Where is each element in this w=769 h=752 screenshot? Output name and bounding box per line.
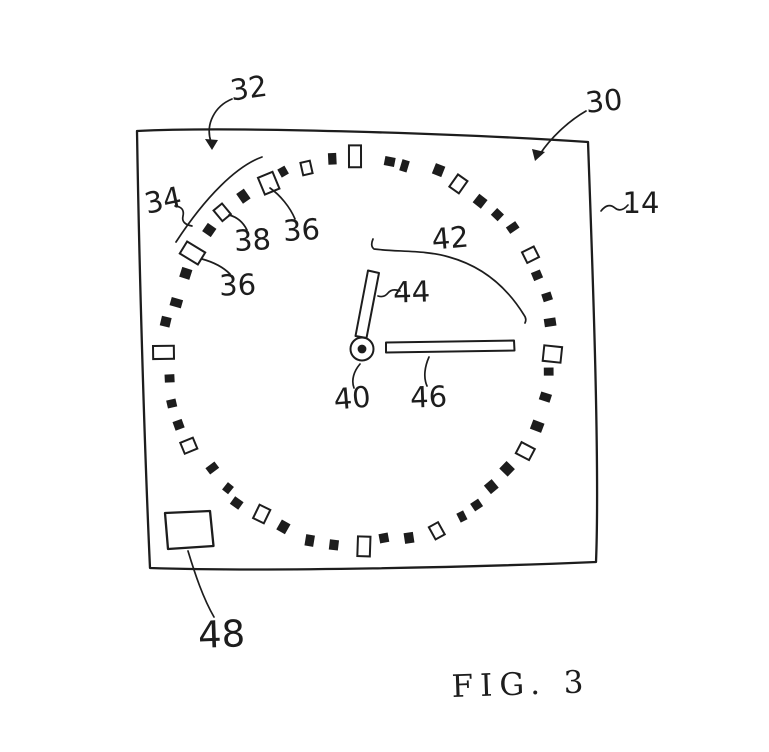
tick-mark: [543, 367, 554, 376]
upward-hand: [354, 269, 380, 339]
tick-mark: [378, 532, 390, 544]
leader-46: [423, 356, 430, 387]
tick-mark: [514, 440, 537, 462]
leader-36-upper: [269, 187, 296, 220]
leader-48: [187, 550, 215, 618]
ref-label-34: 34: [141, 180, 184, 221]
tick-mark: [159, 315, 172, 328]
tick-mark: [505, 221, 520, 234]
arrowhead-30: [532, 149, 545, 161]
tick-mark: [236, 188, 251, 204]
leader-44: [377, 289, 401, 298]
tick-mark: [222, 482, 234, 495]
tick-mark: [164, 374, 175, 383]
ref-label-48: 48: [197, 612, 246, 657]
tick-mark: [205, 461, 220, 475]
ref-label-32: 32: [228, 69, 269, 108]
leader-38: [228, 214, 248, 231]
tick-mark: [356, 535, 372, 558]
tick-mark: [172, 418, 185, 431]
tick-mark: [347, 144, 363, 169]
ref-label-30: 30: [584, 82, 624, 120]
dial-tick-ring: [151, 144, 564, 558]
leader-36-lower: [201, 258, 231, 275]
leader-34: [174, 205, 193, 227]
tick-mark: [299, 159, 314, 177]
tick-mark: [456, 510, 468, 523]
tick-mark: [538, 391, 553, 403]
ref-label-14: 14: [623, 186, 660, 220]
tick-mark: [178, 240, 207, 266]
tick-mark: [179, 266, 193, 280]
tick-mark: [169, 297, 184, 309]
tick-mark: [472, 193, 488, 209]
ref-label-36-upper: 36: [282, 212, 321, 248]
tick-mark: [499, 461, 515, 477]
tick-mark: [399, 159, 410, 173]
tick-mark: [166, 398, 178, 409]
ref-label-44: 44: [393, 274, 431, 309]
tick-mark: [256, 170, 281, 196]
leader-42: [370, 238, 527, 324]
figure-caption: FIG. 3: [451, 664, 591, 705]
tick-mark: [276, 519, 291, 535]
hub-pivot: [357, 344, 367, 354]
tick-mark: [178, 436, 199, 456]
tick-mark: [212, 202, 233, 223]
tick-mark: [277, 165, 289, 178]
leader-32: [208, 98, 233, 143]
leader-14: [600, 204, 629, 212]
tick-mark: [447, 173, 469, 195]
tick-mark: [427, 520, 447, 541]
ref-label-40: 40: [332, 379, 372, 416]
tick-mark: [304, 534, 315, 547]
leader-30: [539, 110, 587, 155]
sector-arc: [175, 156, 263, 243]
tick-mark: [327, 152, 337, 165]
tick-mark: [541, 344, 564, 364]
tick-mark: [529, 419, 545, 433]
leader-40: [351, 363, 361, 389]
tick-mark: [383, 156, 396, 167]
tick-mark: [470, 498, 484, 512]
horizontal-hand: [385, 339, 516, 354]
tick-mark: [251, 503, 272, 525]
corner-rectangle: [163, 509, 215, 551]
tick-mark: [229, 496, 244, 510]
device-housing-outline: [135, 128, 599, 571]
tick-mark: [490, 208, 504, 222]
tick-mark: [530, 269, 544, 282]
tick-mark: [202, 222, 217, 238]
tick-mark: [151, 344, 176, 361]
tick-mark: [541, 291, 553, 303]
tick-mark: [328, 539, 340, 551]
tick-mark: [520, 245, 541, 265]
ref-label-42: 42: [430, 219, 470, 256]
ref-label-46: 46: [410, 379, 448, 414]
tick-mark: [483, 479, 499, 495]
tick-mark: [403, 531, 415, 544]
tick-mark: [543, 317, 557, 328]
ref-label-36-lower: 36: [219, 267, 257, 302]
ref-label-38: 38: [233, 222, 272, 258]
tick-mark: [431, 163, 446, 178]
arrowhead-32: [205, 139, 218, 150]
